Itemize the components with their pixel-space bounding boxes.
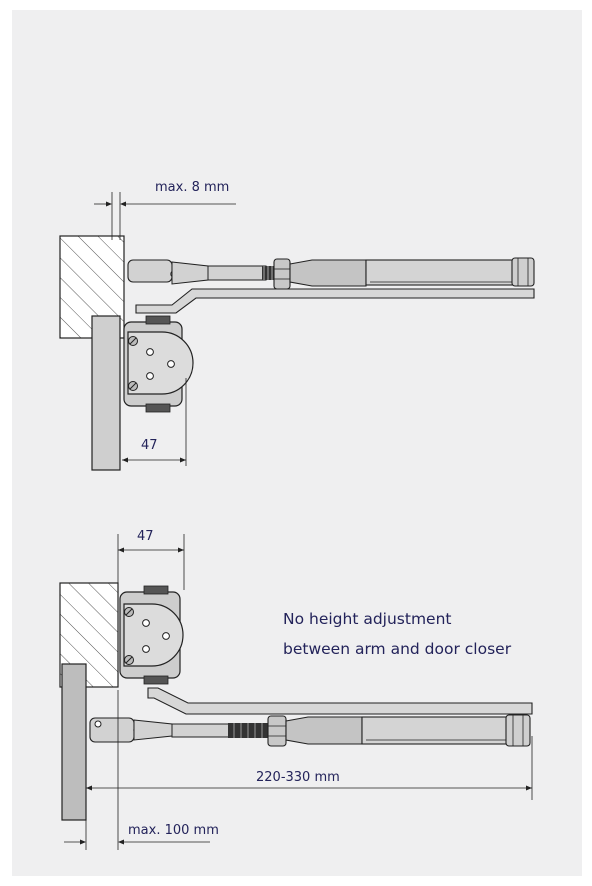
guide-rail-bottom	[147, 687, 533, 715]
door-leaf-bottom	[61, 663, 87, 821]
top-assembly	[59, 192, 535, 471]
arm-tube-bottom	[361, 716, 509, 745]
bottom-assembly	[59, 534, 533, 850]
pivot-icon	[94, 720, 102, 728]
arm-sleeve-bottom	[285, 716, 363, 745]
dim-bottom-gap: max. 100 mm	[128, 823, 219, 838]
guide-rail-top	[135, 288, 535, 314]
closer-disc-top	[127, 331, 194, 395]
nut-top	[273, 258, 291, 290]
arm-shoe-top	[127, 259, 173, 283]
nut-bottom	[267, 715, 287, 747]
dim-top-gap: max. 8 mm	[155, 180, 229, 195]
closer-disc-bottom	[123, 603, 184, 667]
arm-taper-bottom	[133, 719, 173, 741]
arm-tube-top	[365, 259, 515, 286]
door-leaf-top	[91, 315, 121, 471]
dim-arm-length: 220-330 mm	[256, 770, 340, 785]
dim-bottom-width: 47	[137, 529, 154, 544]
dim-top-width: 47	[141, 438, 158, 453]
arm-end-bottom	[505, 714, 531, 747]
arm-rod-bottom	[171, 723, 231, 738]
thread-top	[262, 266, 274, 280]
arm-sleeve-top	[289, 259, 367, 287]
note-line-1: No height adjustment	[283, 610, 452, 628]
note-line-2: between arm and door closer	[283, 640, 512, 658]
arm-taper-top	[171, 261, 209, 285]
arm-end-top	[511, 257, 535, 287]
thread-bottom	[228, 723, 268, 738]
arm-rod-top	[207, 265, 267, 281]
